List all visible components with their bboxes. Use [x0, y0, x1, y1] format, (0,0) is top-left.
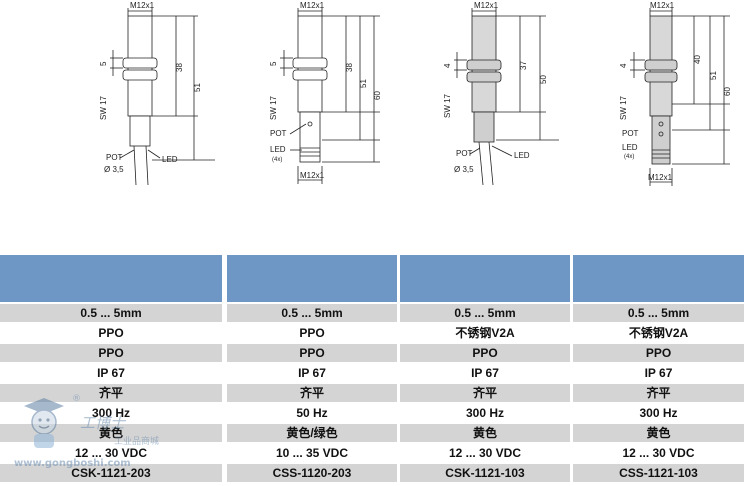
spec-cell: 黄色	[400, 424, 570, 442]
watermark-subtitle: 工业品商城	[114, 437, 160, 447]
spec-column-2: 0.5 ... 5mm PPO PPO IP 67 齐平 50 Hz 黄色/绿色…	[227, 255, 397, 482]
spec-cell: PPO	[227, 324, 397, 342]
led-label: LED	[514, 151, 530, 160]
total-dim: 50	[539, 75, 548, 84]
mascot-icon	[24, 398, 64, 448]
spec-cell: CSS-1121-103	[573, 464, 744, 482]
spec-column-1: 0.5 ... 5mm PPO PPO IP 67 齐平 300 Hz 黄色 1…	[0, 255, 222, 482]
sensor-drawing-4: M12x1 4 SW 17 40 51 60 POT LED (4x) M12x…	[619, 1, 732, 186]
spec-cell: 12 ... 30 VDC	[400, 444, 570, 462]
body-dim: 38	[345, 63, 354, 72]
watermark-url: www.gongboshi.com	[14, 458, 131, 469]
spec-cell: PPO	[227, 344, 397, 362]
nut-dim: 5	[269, 61, 278, 66]
spec-cell: 10 ... 35 VDC	[227, 444, 397, 462]
spec-column-3: 0.5 ... 5mm 不锈钢V2A PPO IP 67 齐平 300 Hz 黄…	[400, 255, 570, 482]
spec-cell: 黄色	[0, 424, 222, 442]
sw-label: SW 17	[269, 95, 278, 120]
registered-mark: ®	[72, 394, 81, 404]
spec-cell: 0.5 ... 5mm	[573, 304, 744, 322]
spec-cell: 12 ... 30 VDC	[573, 444, 744, 462]
spec-cell: PPO	[400, 344, 570, 362]
spec-cell: PPO	[0, 324, 222, 342]
spec-cell: 12 ... 30 VDC	[0, 444, 222, 462]
column-header	[400, 255, 570, 302]
thread-label-bottom: M12x1	[648, 173, 673, 182]
spec-column-4: 0.5 ... 5mm 不锈钢V2A PPO IP 67 齐平 300 Hz 黄…	[573, 255, 744, 482]
spec-cell: 齐平	[573, 384, 744, 402]
spec-cell: 0.5 ... 5mm	[400, 304, 570, 322]
led-label: LED	[162, 155, 178, 164]
spec-cell: IP 67	[573, 364, 744, 382]
overall-dim: 60	[723, 87, 732, 96]
spec-cell: 不锈钢V2A	[400, 324, 570, 342]
column-header	[227, 255, 397, 302]
total-dim: 51	[709, 71, 718, 80]
thread-label: M12x1	[474, 1, 499, 10]
spec-cell: CSK-1121-203	[0, 464, 222, 482]
thread-label: M12x1	[130, 1, 155, 10]
nut-dim: 4	[443, 63, 452, 68]
led-count: (4x)	[624, 154, 634, 160]
pot-label: POT	[106, 153, 123, 162]
nut-dim: 5	[99, 61, 108, 66]
watermark-brand: 工博士	[80, 414, 126, 432]
pot-label: POT	[622, 129, 639, 138]
led-label: LED	[270, 145, 286, 154]
nut-dim: 4	[619, 63, 628, 68]
spec-cell: PPO	[0, 344, 222, 362]
cable-label: Ø 3,5	[454, 165, 474, 174]
thread-label: M12x1	[300, 1, 325, 10]
column-header	[0, 255, 222, 302]
spec-cell: 不锈钢V2A	[573, 324, 744, 342]
spec-cell: 300 Hz	[573, 404, 744, 422]
spec-cell: 300 Hz	[400, 404, 570, 422]
led-count: (4x)	[272, 157, 282, 163]
sensor-drawing-2: M12x1 5 SW 17 38 51 60 POT LED (4x) M12x…	[269, 1, 382, 184]
spec-cell: 黄色/绿色	[227, 424, 397, 442]
column-header	[573, 255, 744, 302]
thread-label: M12x1	[650, 1, 675, 10]
sensor-drawing-3: M12x1 4 SW 17 37 50 POT LED Ø 3,5	[443, 1, 559, 186]
spec-cell: IP 67	[400, 364, 570, 382]
sensor-drawings: M12x1 5 SW 17 38 51 POT LED Ø 3,5 M12x1 …	[99, 1, 732, 186]
sw-label: SW 17	[99, 95, 108, 120]
body-dim: 38	[175, 63, 184, 72]
sensor-drawing-1: M12x1 5 SW 17 38 51 POT LED Ø 3,5	[99, 1, 215, 186]
spec-cell: 0.5 ... 5mm	[0, 304, 222, 322]
overall-dim: 60	[373, 91, 382, 100]
spec-cell: CSK-1121-103	[400, 464, 570, 482]
body-dim: 40	[693, 55, 702, 64]
total-dim: 51	[193, 83, 202, 92]
spec-cell: 50 Hz	[227, 404, 397, 422]
led-label: LED	[622, 143, 638, 152]
sw-label: SW 17	[443, 93, 452, 118]
spec-cell: 齐平	[227, 384, 397, 402]
spec-cell: IP 67	[227, 364, 397, 382]
spec-cell: CSS-1120-203	[227, 464, 397, 482]
sw-label: SW 17	[619, 95, 628, 120]
watermark: ® 工博士 工业品商城 www.gongboshi.com	[14, 392, 164, 482]
spec-cell: 齐平	[400, 384, 570, 402]
spec-cell: PPO	[573, 344, 744, 362]
spec-cell: IP 67	[0, 364, 222, 382]
spec-cell: 齐平	[0, 384, 222, 402]
pot-label: POT	[456, 149, 473, 158]
total-dim: 51	[359, 79, 368, 88]
cable-label: Ø 3,5	[104, 165, 124, 174]
spec-cell: 黄色	[573, 424, 744, 442]
pot-label: POT	[270, 129, 287, 138]
spec-cell: 0.5 ... 5mm	[227, 304, 397, 322]
body-dim: 37	[519, 61, 528, 70]
thread-label-bottom: M12x1	[300, 171, 325, 180]
